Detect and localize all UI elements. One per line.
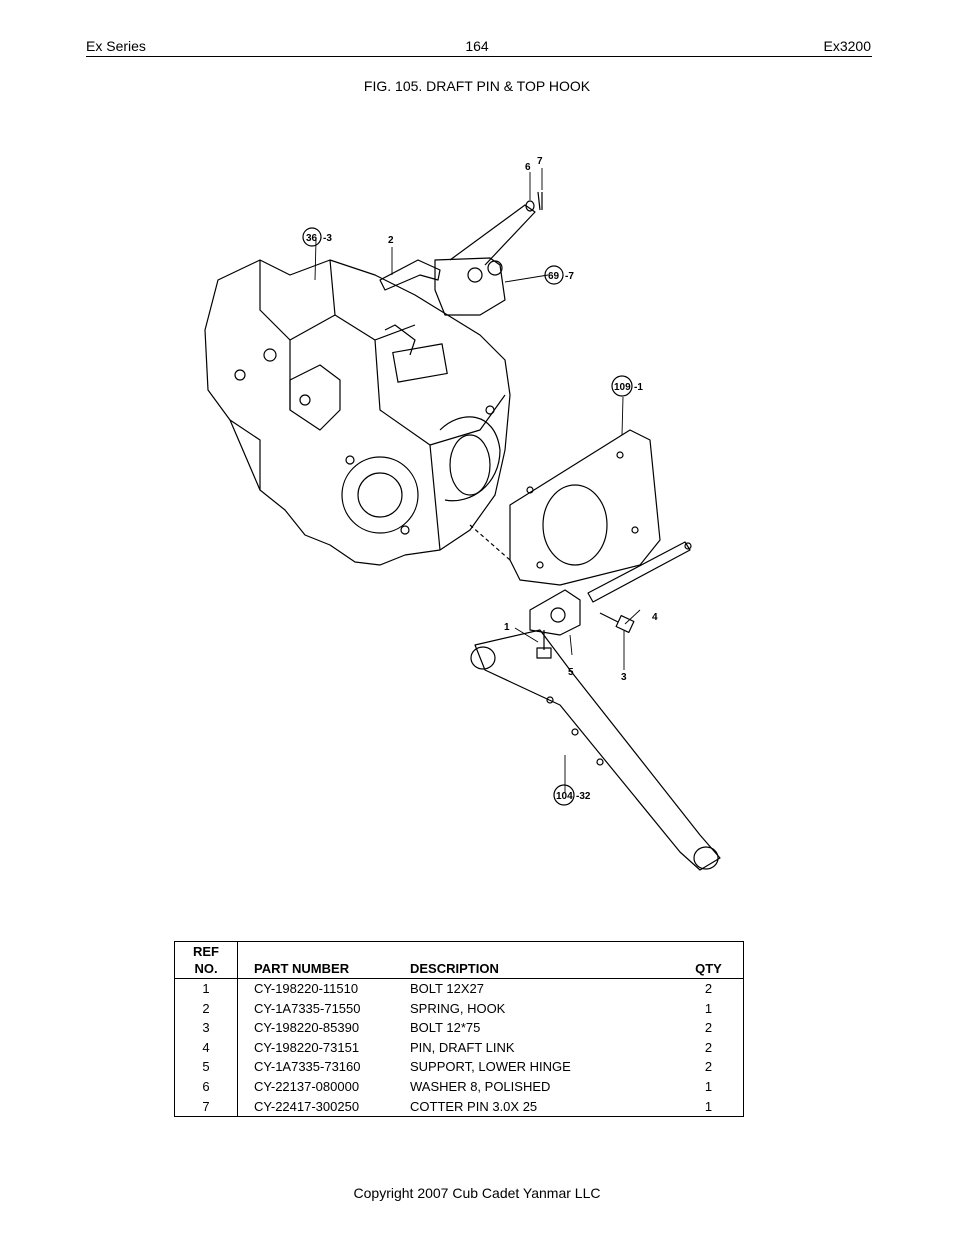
col-ref-line1: REF (193, 944, 219, 959)
col-qty: QTY (695, 961, 722, 976)
table-row: 3 CY-198220-85390 BOLT 12*75 2 (174, 1018, 744, 1038)
parts-table: REF NO. PART NUMBER DESCRIPTION QTY 1 CY… (174, 941, 744, 1118)
cell-ref: 2 (174, 998, 238, 1019)
callout-36-suffix: -3 (323, 233, 332, 244)
cell-ref: 3 (174, 1018, 238, 1038)
cell-description: BOLT 12X27 (410, 981, 484, 996)
callout-7: 7 (537, 156, 543, 167)
table-row: 2 CY-1A7335-71550 SPRING, HOOK 1 (174, 998, 744, 1019)
callout-4: 4 (652, 612, 658, 623)
cell-part-number: CY-198220-73151 (254, 1039, 360, 1055)
cell-qty: 1 (704, 1098, 713, 1114)
col-ref-no: REF NO. (174, 941, 238, 979)
header-series: Ex Series (86, 38, 146, 54)
callout-6: 6 (525, 162, 531, 173)
washer (525, 200, 535, 212)
cell-description: BOLT 12*75 (410, 1020, 481, 1036)
table-header-row: REF NO. PART NUMBER DESCRIPTION QTY (174, 941, 744, 979)
cell-qty: 1 (704, 1000, 713, 1016)
callout-2: 2 (388, 235, 394, 246)
cell-qty: 2 (704, 981, 713, 996)
callout-104: 104 (556, 791, 573, 802)
col-ref-line2: NO. (194, 961, 218, 976)
cell-description: SPRING, HOOK (410, 1000, 506, 1016)
callout-104-suffix: -32 (576, 791, 591, 802)
cell-part-number: CY-1A7335-71550 (254, 1000, 361, 1016)
cell-qty: 1 (704, 1078, 713, 1094)
table-row: 7 CY-22417-300250 COTTER PIN 3.0X 25 1 (174, 1096, 744, 1117)
page-number: 164 (465, 38, 489, 54)
bolt-3 (599, 612, 635, 633)
parts-diagram: 6 7 36 -3 2 69 -7 109 -1 4 1 5 3 104 -32 (204, 156, 721, 871)
cell-description: WASHER 8, POLISHED (410, 1078, 551, 1094)
draft-link (470, 629, 721, 871)
cell-part-number: CY-198220-11510 (254, 981, 359, 996)
bolt-1 (536, 630, 552, 659)
cell-part-number: CY-1A7335-73160 (254, 1059, 361, 1075)
callout-36: 36 (306, 233, 318, 244)
cell-part-number: CY-22417-300250 (254, 1098, 360, 1114)
header-model: Ex3200 (823, 38, 871, 54)
copyright-footer: Copyright 2007 Cub Cadet Yanmar LLC (353, 1185, 601, 1201)
header-rule (86, 56, 872, 57)
callout-69: 69 (548, 271, 560, 282)
cell-qty: 2 (704, 1039, 713, 1055)
cell-qty: 2 (704, 1020, 713, 1036)
callout-69-suffix: -7 (565, 271, 574, 282)
table-row: 5 CY-1A7335-73160 SUPPORT, LOWER HINGE 2 (174, 1057, 744, 1077)
callout-3: 3 (621, 672, 627, 683)
top-hook (434, 204, 536, 316)
cell-description: COTTER PIN 3.0X 25 (410, 1098, 538, 1114)
cell-qty: 2 (704, 1059, 713, 1075)
col-description: DESCRIPTION (410, 961, 499, 976)
callout-109: 109 (614, 382, 631, 393)
cell-ref: 1 (174, 978, 238, 999)
cotter-pin (537, 191, 543, 211)
cell-part-number: CY-22137-080000 (254, 1078, 360, 1094)
cell-ref: 5 (174, 1057, 238, 1077)
cell-description: PIN, DRAFT LINK (410, 1039, 515, 1055)
rear-plate (469, 429, 661, 586)
callout-5: 5 (568, 667, 574, 678)
cell-ref: 6 (174, 1076, 238, 1097)
draft-pin (587, 541, 692, 603)
cell-description: SUPPORT, LOWER HINGE (410, 1059, 571, 1075)
col-part-number: PART NUMBER (254, 961, 350, 976)
callout-1: 1 (504, 622, 510, 633)
cell-part-number: CY-198220-85390 (254, 1020, 360, 1036)
transmission-housing (204, 259, 511, 566)
table-row: 6 CY-22137-080000 WASHER 8, POLISHED 1 (174, 1076, 744, 1097)
cell-ref: 7 (174, 1096, 238, 1117)
spring-hook (379, 259, 441, 291)
lower-hinge-support (529, 589, 581, 636)
cell-ref: 4 (174, 1037, 238, 1058)
table-row: 4 CY-198220-73151 PIN, DRAFT LINK 2 (174, 1037, 744, 1058)
callout-109-suffix: -1 (634, 382, 643, 393)
table-row: 1 CY-198220-11510 BOLT 12X27 2 (174, 978, 744, 999)
figure-title: FIG. 105. DRAFT PIN & TOP HOOK (363, 78, 591, 94)
